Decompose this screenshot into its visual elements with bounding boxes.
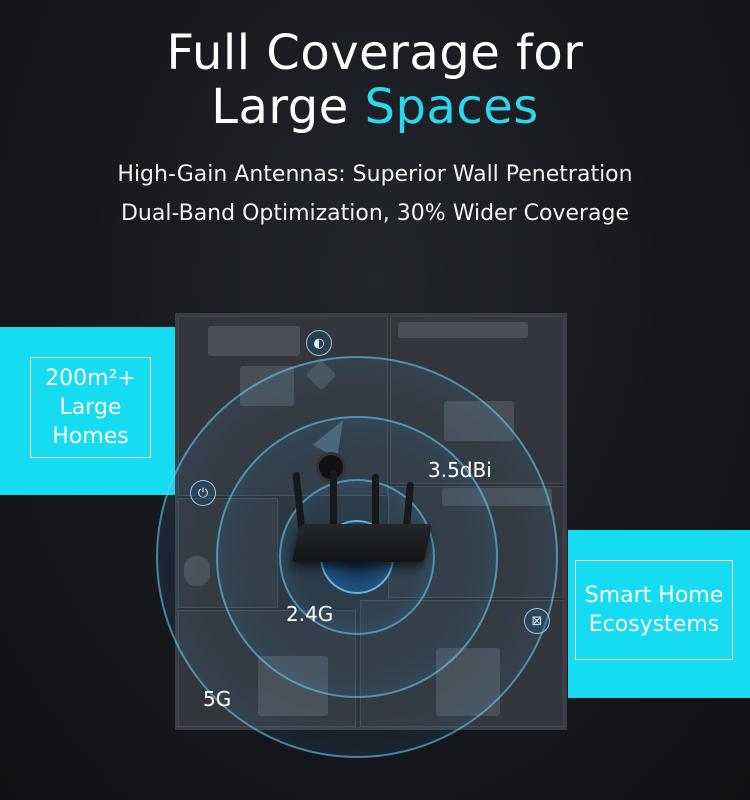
headline-line-1: Full Coverage for	[166, 25, 584, 81]
smart-device-icon: ⊠	[524, 608, 550, 634]
callout-left-line-3: Homes	[52, 424, 129, 449]
headline-line-2: Large Spaces	[0, 80, 750, 134]
headline-plain: Large	[211, 79, 365, 135]
headline: Full Coverage for Large Spaces	[0, 26, 750, 134]
smart-home-callout: Smart Home Ecosystems	[575, 560, 733, 660]
left-callout-panel	[0, 327, 177, 495]
right-callout-panel	[568, 530, 750, 698]
callout-left-line-1: 200m²+	[45, 366, 136, 391]
antenna-gain-label: 3.5dBi	[428, 458, 492, 482]
band-5g-label: 5G	[203, 687, 232, 711]
band-24g-label: 2.4G	[286, 602, 334, 626]
antenna-3	[372, 474, 379, 530]
subheadline-dual-band: Dual-Band Optimization, 30% Wider Covera…	[120, 201, 630, 226]
headline-accent: Spaces	[364, 79, 539, 135]
large-homes-callout: 200m²+ Large Homes	[30, 357, 151, 458]
plug-icon: ⏻	[190, 480, 216, 506]
subheadline-antennas: High-Gain Antennas: Superior Wall Penetr…	[117, 162, 633, 187]
cabinet	[398, 322, 528, 338]
antenna-2	[330, 470, 337, 530]
callout-left-line-2: Large	[59, 395, 122, 420]
router-body	[291, 524, 433, 562]
router	[286, 470, 436, 580]
callout-right-line-1: Smart Home	[584, 583, 724, 608]
sofa	[208, 326, 300, 356]
thermostat-icon: ◐	[306, 330, 332, 356]
callout-right-line-2: Ecosystems	[588, 612, 720, 637]
